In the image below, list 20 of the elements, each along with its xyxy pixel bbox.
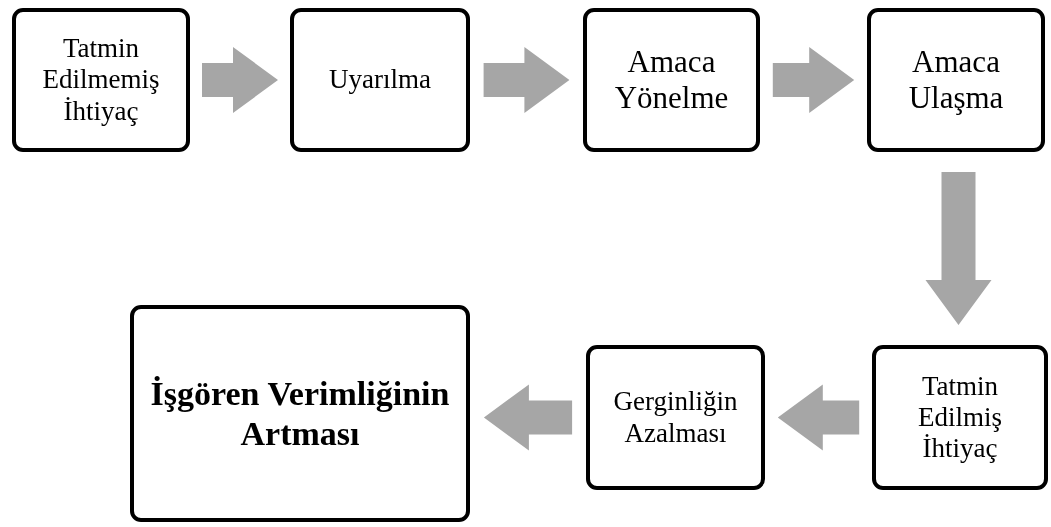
box-label: Gerginliğin Azalması: [612, 386, 739, 449]
block-arrow: [483, 384, 573, 451]
block-arrow: [483, 47, 570, 113]
block-arrow: [202, 47, 278, 113]
process-box: [867, 8, 1045, 152]
process-box: [12, 8, 190, 152]
process-box: [586, 345, 765, 490]
box-label: Amaca Yönelme: [613, 44, 730, 116]
box-label: Amaca Ulaşma: [907, 44, 1005, 116]
box-label: Uyarılma: [329, 64, 431, 96]
process-box: [583, 8, 760, 152]
box-label: Tatmin Edilmemiş İhtiyaç: [41, 33, 161, 127]
block-arrow: [925, 172, 992, 325]
process-box: [872, 345, 1048, 490]
process-box: [290, 8, 470, 152]
block-arrow: [777, 384, 860, 451]
process-box: [130, 305, 470, 522]
box-label: İşgören Verimliğinin Artması: [149, 374, 451, 453]
block-arrow: [772, 47, 855, 113]
box-label: Tatmin Edilmiş İhtiyaç: [917, 370, 1003, 465]
